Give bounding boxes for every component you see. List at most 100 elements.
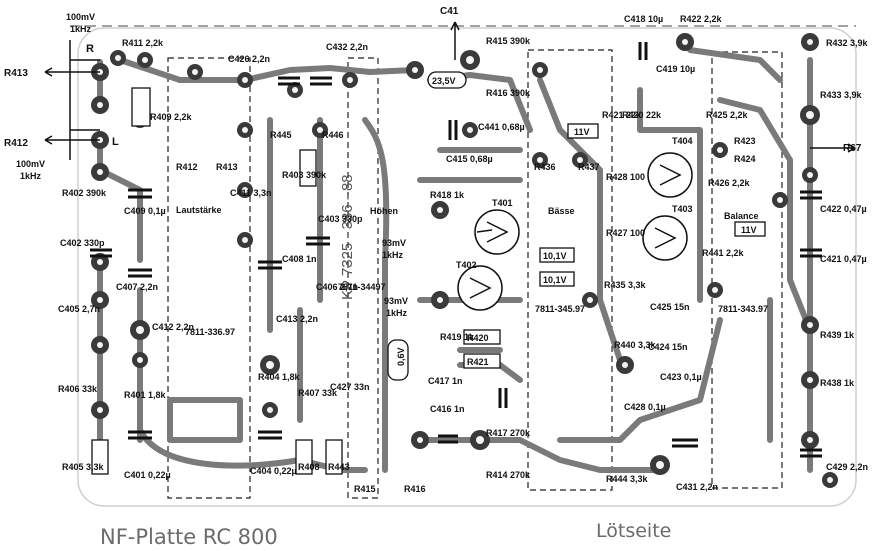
svg-text:C402 330p: C402 330p [60,238,105,248]
svg-text:C421 0,47µ: C421 0,47µ [820,254,867,264]
svg-text:R438 1k: R438 1k [820,378,855,388]
side-label: Lötseite [596,520,671,542]
capacitor-symbols [90,42,822,458]
voltage-label: 11V [574,127,590,137]
svg-text:R440 3,3k: R440 3,3k [614,340,657,350]
svg-text:T404: T404 [672,136,693,146]
svg-text:R415 390k: R415 390k [486,36,531,46]
svg-text:C428 0,1µ: C428 0,1µ [624,402,666,412]
signal-l-freq: 1kHz [20,171,42,181]
svg-text:C422 0,47µ: C422 0,47µ [820,204,867,214]
svg-text:R414 270k: R414 270k [486,470,531,480]
section-balance: Balance [724,211,759,221]
svg-text:R402 390k: R402 390k [62,188,107,198]
svg-text:R412: R412 [176,162,198,172]
svg-text:C411 3,3n: C411 3,3n [230,188,272,198]
svg-text:R420: R420 [467,333,489,343]
svg-text:R401 1,8k: R401 1,8k [124,390,167,400]
module-box-center [347,57,379,499]
svg-text:C441 0,68µ: C441 0,68µ [478,122,525,132]
svg-text:R413: R413 [216,162,238,172]
signal-l-level: 100mV [16,159,45,169]
svg-text:R436: R436 [534,162,556,172]
svg-text:C405 2,7n: C405 2,7n [58,304,100,314]
svg-text:C409 0,1µ: C409 0,1µ [124,206,166,216]
svg-text:R416 390k: R416 390k [486,88,531,98]
svg-text:C408 1n: C408 1n [282,254,317,264]
signal-r-freq: 1kHz [70,24,92,34]
voltage-label: 11V [741,225,757,235]
signal-r-level: 100mV [66,12,95,22]
transistor-icons [457,152,693,311]
svg-text:R421: R421 [467,357,489,367]
svg-text:R428 100: R428 100 [606,172,645,182]
svg-text:R403 390k: R403 390k [282,170,327,180]
svg-text:C418 10µ: C418 10µ [624,14,663,24]
svg-text:R444 3,3k: R444 3,3k [606,474,649,484]
voltage-label: 0,6V [396,347,406,366]
svg-text:C423 0,1µ: C423 0,1µ [660,372,702,382]
svg-text:C425 15n: C425 15n [650,302,690,312]
svg-text:C406 2,7n: C406 2,7n [316,282,358,292]
svg-text:R408: R408 [298,462,320,472]
module-box-right [711,51,783,489]
svg-text:C412 2,2n: C412 2,2n [152,322,194,332]
signal-mid2-level: 93mV [384,296,408,306]
section-volume: Lautstärke [176,205,222,215]
svg-text:R424: R424 [734,154,756,164]
board-outline [77,27,857,507]
svg-text:T403: T403 [672,204,693,214]
svg-text:R427 100: R427 100 [606,228,645,238]
svg-text:C404 0,22µ: C404 0,22µ [250,466,297,476]
connector-r67: R67 [843,143,862,154]
module-top-label: 7811-34497 [338,282,386,292]
signal-mid1-freq: 1kHz [382,250,404,260]
svg-text:R416: R416 [404,484,426,494]
svg-text:R437: R437 [578,162,600,172]
svg-text:R409 2,2k: R409 2,2k [150,112,193,122]
svg-text:R432 3,9k: R432 3,9k [826,38,869,48]
connector-r413: R413 [4,68,28,79]
svg-text:C401 0,22µ: C401 0,22µ [124,470,171,480]
part-number: KP 7325 - 386 - 88 [339,174,356,300]
svg-text:C407 2,2n: C407 2,2n [116,282,158,292]
svg-text:R435 3,3k: R435 3,3k [604,280,647,290]
svg-text:R422 2,2k: R422 2,2k [680,14,723,24]
svg-text:R423: R423 [734,136,756,146]
svg-text:R417 270k: R417 270k [486,428,531,438]
voltage-label: 23,5V [432,76,456,86]
section-treble: Höhen [370,206,398,216]
module-left-label: 7811-336.97 [185,327,235,337]
signal-mid1-level: 93mV [382,238,406,248]
solder-pads [91,33,838,488]
svg-text:R445: R445 [270,130,292,140]
voltage-label: 10,1V [543,251,567,261]
module-box-middle [527,49,613,491]
svg-text:R426 2,2k: R426 2,2k [708,178,751,188]
svg-text:T401: T401 [492,198,513,208]
svg-text:C413 2,2n: C413 2,2n [276,314,318,324]
svg-text:T402: T402 [456,260,477,270]
svg-text:R425 2,2k: R425 2,2k [706,110,749,120]
svg-text:C432 2,2n: C432 2,2n [326,42,368,52]
svg-text:R405 3,3k: R405 3,3k [62,462,105,472]
svg-text:C427 33n: C427 33n [330,382,370,392]
svg-text:R421 22k: R421 22k [602,110,642,120]
svg-text:R433 3,9k: R433 3,9k [820,90,863,100]
svg-text:C419 10µ: C419 10µ [656,64,695,74]
svg-text:C417 1n: C417 1n [428,376,463,386]
svg-text:C431 2,2n: C431 2,2n [676,482,718,492]
svg-text:R419 1k: R419 1k [440,332,475,342]
svg-text:R407 33k: R407 33k [298,388,338,398]
resistor-outlines [91,71,766,475]
voltage-label: 10,1V [543,275,567,285]
svg-text:C403 330p: C403 330p [318,214,363,224]
connector-l-marker: L [112,136,119,148]
svg-text:R404 1,8k: R404 1,8k [258,372,301,382]
section-bass: Bässe [548,206,575,216]
svg-text:R420 22k: R420 22k [622,110,662,120]
svg-text:C426 2,2n: C426 2,2n [228,54,270,64]
signal-mid2-freq: 1kHz [386,308,408,318]
module-box-left [167,57,251,499]
page-title: NF-Platte RC 800 [100,525,278,549]
